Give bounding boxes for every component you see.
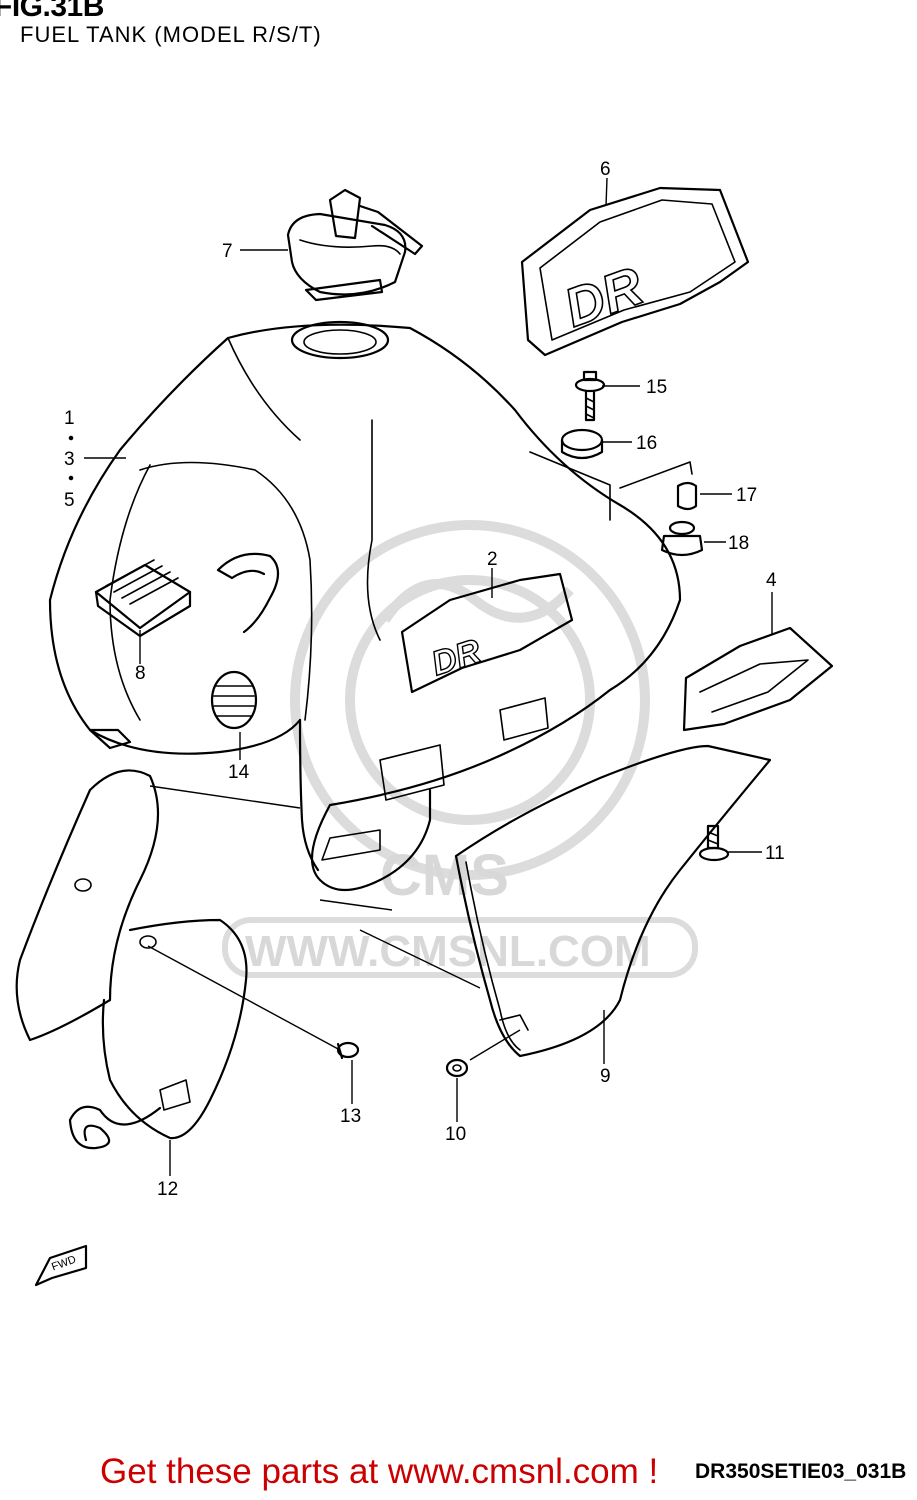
part-4-decal [682, 626, 834, 732]
part-14-knob [210, 670, 258, 730]
part-1-3-5-fuel-tank [48, 320, 682, 891]
callout-6: 6 [600, 159, 611, 180]
callout-5: 5 [64, 490, 75, 511]
callout-16: 16 [636, 433, 657, 454]
diagram-code: DR350SETIE03_031B [695, 1460, 907, 1483]
bracket-outline [529, 451, 693, 521]
part-10-rivet [445, 1058, 469, 1078]
cmsnl-watermark: CMS WWW.CMSNL.COM [222, 520, 698, 978]
callout-2: 2 [487, 549, 498, 570]
callout-14: 14 [228, 762, 250, 783]
callout-10: 10 [445, 1124, 466, 1145]
decal-text: DR [557, 256, 651, 339]
figure-code: FIG.31B [0, 0, 104, 23]
tank-clip [216, 552, 280, 634]
callout-17: 17 [736, 485, 757, 506]
part-13-screw [336, 1041, 360, 1060]
callout-8: 8 [135, 663, 146, 684]
callout-numbers: 1 3 5 2 4 6 7 8 9 10 11 12 13 14 15 16 1… [64, 159, 785, 1200]
separator-dot [68, 435, 74, 441]
callout-15: 15 [646, 377, 667, 398]
part-11-screw [698, 824, 730, 862]
watermark-logo-text: CMS [380, 843, 509, 908]
callout-4: 4 [766, 570, 777, 591]
part-16-collar [560, 428, 604, 460]
decal-text-small: DR [427, 632, 486, 683]
separator-dot [68, 475, 74, 481]
part-6-emblem: DR [520, 186, 750, 357]
watermark-url-text: WWW.CMSNL.COM [245, 927, 651, 976]
assembly-guide-lines [147, 785, 521, 1061]
callout-leaders [84, 177, 773, 1176]
part-12-side-cover [15, 769, 248, 1150]
part-7-fuel-cap [286, 188, 424, 302]
part-15-bolt [574, 370, 606, 422]
figure-title: FUEL TANK (MODEL R/S/T) [20, 22, 322, 47]
part-18-grommet [660, 520, 704, 557]
callout-11: 11 [765, 843, 785, 864]
part-17-sleeve [676, 481, 698, 511]
callout-12: 12 [157, 1179, 178, 1200]
part-9-side-cover [454, 744, 772, 1058]
callout-18: 18 [728, 533, 749, 554]
callout-7: 7 [222, 241, 233, 262]
parts-link-banner[interactable]: Get these parts at www.cmsnl.com ! [100, 1452, 659, 1491]
fwd-arrow-icon: FWD [34, 1244, 88, 1287]
callout-3: 3 [64, 449, 75, 470]
callout-9: 9 [600, 1066, 611, 1087]
callout-13: 13 [340, 1106, 361, 1127]
callout-1: 1 [64, 408, 75, 429]
